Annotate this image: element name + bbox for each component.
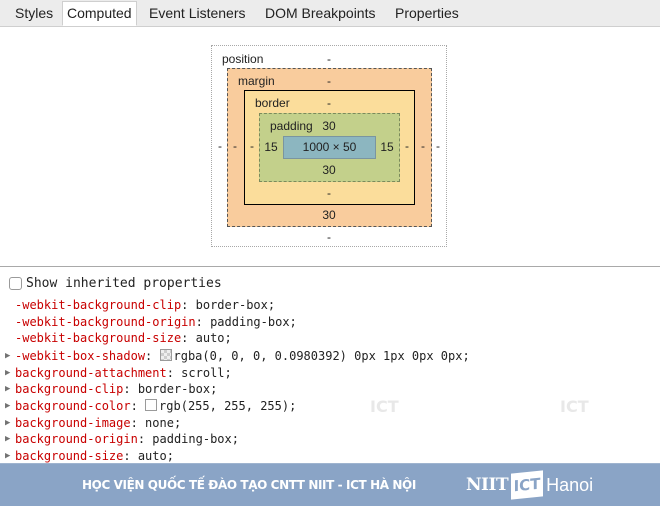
- padding-label: padding: [270, 119, 313, 133]
- computed-properties-list: ICT ICT Show inherited properties -webki…: [0, 267, 660, 463]
- property-value: auto;: [137, 449, 174, 463]
- property-row[interactable]: -webkit-background-origin: padding-box;: [15, 315, 297, 329]
- expand-triangle-icon[interactable]: ▶: [5, 384, 11, 394]
- property-value: scroll;: [181, 366, 232, 380]
- logo-niit-text: NIIT: [466, 475, 509, 495]
- property-name: background-image: [15, 416, 131, 430]
- show-inherited-toggle[interactable]: Show inherited properties: [9, 275, 222, 291]
- tab-dom-breakpoints[interactable]: DOM Breakpoints: [265, 5, 376, 21]
- property-value: rgb(255, 255, 255);: [159, 399, 297, 413]
- margin-bottom-value: 30: [322, 208, 336, 222]
- expand-triangle-icon[interactable]: ▶: [5, 418, 11, 428]
- property-name: background-size: [15, 449, 124, 463]
- property-row[interactable]: -webkit-background-clip: border-box;: [15, 298, 276, 312]
- niit-ict-logo: NIIT ICT Hanoi: [466, 470, 593, 500]
- padding-top-value: 30: [322, 119, 336, 133]
- tab-styles[interactable]: Styles: [15, 5, 54, 21]
- property-name: background-attachment: [15, 366, 167, 380]
- property-name: -webkit-background-origin: [15, 315, 196, 329]
- padding-right-value: 15: [380, 140, 394, 154]
- property-row[interactable]: ▶ background-image: none;: [5, 416, 182, 430]
- position-label: position: [222, 52, 264, 66]
- expand-triangle-icon[interactable]: ▶: [5, 451, 11, 461]
- position-top-value: -: [327, 52, 331, 66]
- property-name: background-clip: [15, 382, 124, 396]
- property-name: -webkit-background-size: [15, 331, 182, 345]
- expand-triangle-icon[interactable]: ▶: [5, 368, 11, 378]
- expand-triangle-icon[interactable]: ▶: [5, 434, 11, 444]
- property-name: background-origin: [15, 432, 138, 446]
- panel-tab-bar: Styles Computed Event Listeners DOM Brea…: [0, 0, 660, 27]
- margin-right-value: -: [421, 139, 425, 153]
- property-value: border-box;: [137, 382, 218, 396]
- position-right-value: -: [436, 139, 440, 153]
- border-top-value: -: [327, 96, 331, 110]
- property-value: auto;: [195, 331, 232, 345]
- watermark-logo: ICT: [560, 397, 589, 416]
- property-row[interactable]: ▶ background-origin: padding-box;: [5, 432, 239, 446]
- padding-left-value: 15: [264, 140, 278, 154]
- color-swatch-icon[interactable]: [159, 349, 172, 361]
- property-name: background-color: [15, 399, 131, 413]
- border-label: border: [255, 96, 290, 110]
- expand-triangle-icon[interactable]: ▶: [5, 401, 11, 411]
- border-left-value: -: [250, 139, 254, 153]
- margin-label: margin: [238, 74, 275, 88]
- show-inherited-checkbox[interactable]: [9, 276, 22, 290]
- property-row[interactable]: ▶ background-color: rgb(255, 255, 255);: [5, 399, 297, 413]
- tab-properties[interactable]: Properties: [395, 5, 459, 21]
- show-inherited-label: Show inherited properties: [26, 275, 222, 291]
- logo-city-text: Hanoi: [546, 474, 594, 495]
- property-value: padding-box;: [152, 432, 239, 446]
- position-bottom-value: -: [327, 230, 331, 244]
- content-size-value: 1000 × 50: [302, 140, 357, 154]
- footer-banner: HỌC VIỆN QUỐC TẾ ĐÀO TẠO CNTT NIIT - ICT…: [0, 463, 660, 506]
- property-name: -webkit-box-shadow: [15, 349, 146, 363]
- footer-institute-name: HỌC VIỆN QUỐC TẾ ĐÀO TẠO CNTT NIIT - ICT…: [82, 478, 416, 492]
- tab-computed[interactable]: Computed: [62, 1, 137, 26]
- property-value: rgba(0, 0, 0, 0.0980392) 0px 1px 0px 0px…: [173, 349, 470, 363]
- property-value: border-box;: [195, 298, 276, 312]
- position-left-value: -: [218, 139, 222, 153]
- box-model-metrics: ICT ICT ICT position - - - - margin - 30…: [0, 27, 660, 282]
- border-bottom-value: -: [327, 186, 331, 200]
- watermark-logo: ICT: [370, 397, 399, 416]
- property-row[interactable]: ▶ background-attachment: scroll;: [5, 366, 232, 380]
- property-row[interactable]: ▶ background-clip: border-box;: [5, 382, 218, 396]
- section-divider: [0, 266, 660, 267]
- padding-bottom-value: 30: [322, 163, 336, 177]
- property-value: none;: [145, 416, 182, 430]
- property-row[interactable]: ▶ background-size: auto;: [5, 449, 174, 463]
- property-name: -webkit-background-clip: [15, 298, 182, 312]
- border-right-value: -: [405, 139, 409, 153]
- content-box[interactable]: [283, 136, 376, 159]
- margin-top-value: -: [327, 74, 331, 88]
- property-value: padding-box;: [210, 315, 297, 329]
- property-row[interactable]: -webkit-background-size: auto;: [15, 331, 232, 345]
- margin-left-value: -: [233, 139, 237, 153]
- logo-ict-icon: ICT: [511, 470, 544, 500]
- property-row[interactable]: ▶ -webkit-box-shadow: rgba(0, 0, 0, 0.09…: [5, 349, 470, 363]
- color-swatch-icon[interactable]: [145, 399, 158, 411]
- tab-event-listeners[interactable]: Event Listeners: [149, 5, 246, 21]
- expand-triangle-icon[interactable]: ▶: [5, 351, 11, 361]
